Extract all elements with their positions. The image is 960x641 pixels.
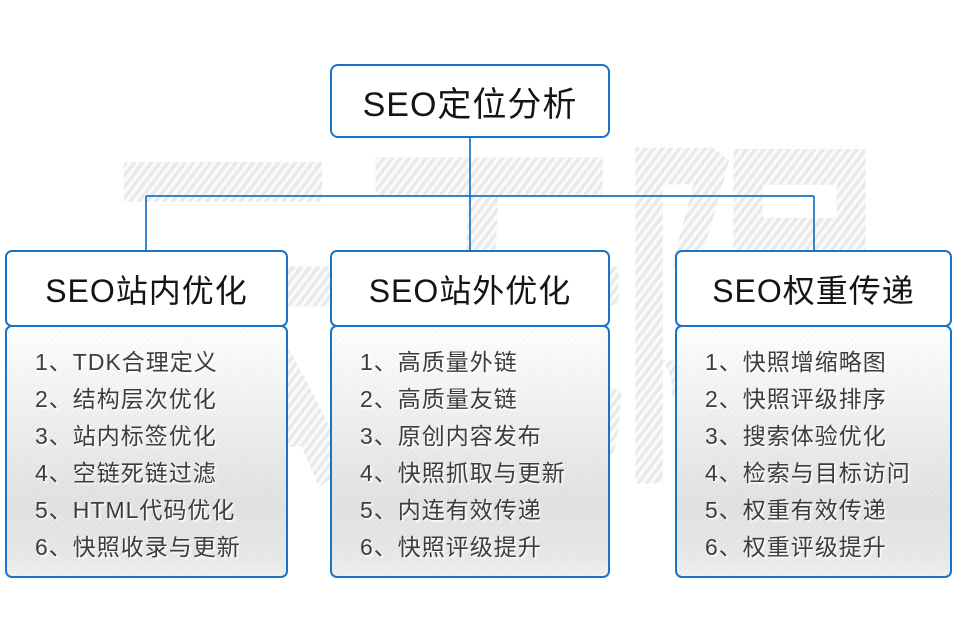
column-header: SEO站外优化 bbox=[330, 250, 610, 327]
list-item: 2、快照评级排序 bbox=[705, 386, 887, 412]
list-item: 1、快照增缩略图 bbox=[705, 349, 887, 375]
column-weight-transfer: SEO权重传递 1、快照增缩略图 2、快照评级排序 3、搜索体验优化 4、检索与… bbox=[675, 250, 952, 578]
column-title: SEO权重传递 bbox=[712, 272, 915, 309]
list-item: 3、原创内容发布 bbox=[360, 423, 542, 449]
column-list: 1、TDK合理定义 2、结构层次优化 3、站内标签优化 4、空链死链过滤 5、H… bbox=[5, 325, 288, 578]
list-item: 1、高质量外链 bbox=[360, 349, 518, 375]
list-item: 5、权重有效传递 bbox=[705, 497, 887, 523]
list-item: 4、快照抓取与更新 bbox=[360, 460, 566, 486]
list-item: 2、结构层次优化 bbox=[35, 386, 217, 412]
list-item: 1、TDK合理定义 bbox=[35, 349, 218, 375]
list-item: 5、HTML代码优化 bbox=[35, 497, 236, 523]
list-item: 5、内连有效传递 bbox=[360, 497, 542, 523]
column-title: SEO站外优化 bbox=[368, 272, 572, 309]
list-item: 3、搜索体验优化 bbox=[705, 423, 887, 449]
column-header: SEO站内优化 bbox=[5, 250, 288, 327]
root-node-title: SEO定位分析 bbox=[362, 85, 578, 124]
list-item: 6、快照评级提升 bbox=[360, 534, 542, 560]
column-onsite-optimization: SEO站内优化 1、TDK合理定义 2、结构层次优化 3、站内标签优化 4、空链… bbox=[5, 250, 288, 578]
column-header: SEO权重传递 bbox=[675, 250, 952, 327]
root-node: SEO定位分析 bbox=[330, 64, 610, 138]
list-item: 2、高质量友链 bbox=[360, 386, 518, 412]
column-list: 1、高质量外链 2、高质量友链 3、原创内容发布 4、快照抓取与更新 5、内连有… bbox=[330, 325, 610, 578]
list-item: 3、站内标签优化 bbox=[35, 423, 217, 449]
column-offsite-optimization: SEO站外优化 1、高质量外链 2、高质量友链 3、原创内容发布 4、快照抓取与… bbox=[330, 250, 610, 578]
column-list: 1、快照增缩略图 2、快照评级排序 3、搜索体验优化 4、检索与目标访问 5、权… bbox=[675, 325, 952, 578]
list-item: 4、检索与目标访问 bbox=[705, 460, 911, 486]
list-item: 6、权重评级提升 bbox=[705, 534, 887, 560]
column-title: SEO站内优化 bbox=[45, 272, 248, 309]
list-item: 6、快照收录与更新 bbox=[35, 534, 241, 560]
list-item: 4、空链死链过滤 bbox=[35, 460, 217, 486]
